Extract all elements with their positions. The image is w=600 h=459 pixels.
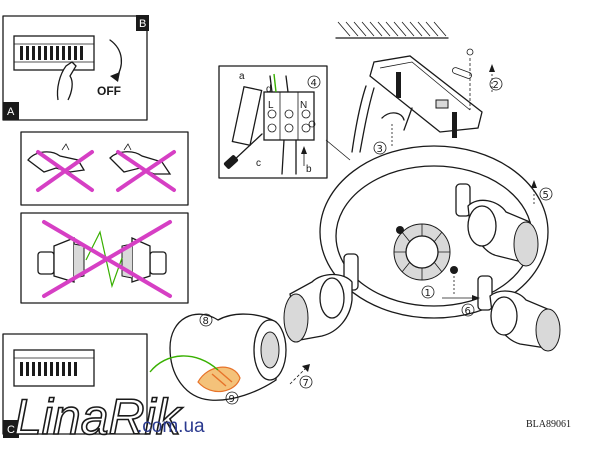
label-b: b <box>306 164 312 175</box>
hand-icon <box>56 61 77 101</box>
label-l: L <box>268 100 274 111</box>
mounting-bracket <box>351 48 495 153</box>
label-c: c <box>256 158 261 169</box>
direction-arrows <box>289 180 537 385</box>
bulb-icon <box>197 366 241 393</box>
supply-cable <box>351 85 367 153</box>
step-labels: 1 2 3 4 5 6 7 8 9 <box>199 75 553 405</box>
screwdriver-icon <box>231 133 263 163</box>
label-a: a <box>239 71 245 82</box>
prohibited-cross-2 <box>42 220 172 298</box>
label-n: N <box>300 100 307 111</box>
panel-c-tab <box>3 420 19 438</box>
panel-warnings: A <box>3 102 189 304</box>
prohibited-cross-1 <box>36 150 176 192</box>
step-8: 8 <box>203 316 209 327</box>
panel-switch-off: B OFF <box>2 15 149 121</box>
step-9: 9 <box>229 394 235 405</box>
step-1: 1 <box>425 288 431 299</box>
up-arrow-icon <box>489 64 495 72</box>
label-d: d <box>266 84 272 95</box>
canopy-ring <box>319 145 549 319</box>
panel-a-tab <box>3 102 19 120</box>
decorative-rosette-icon <box>393 223 451 281</box>
ceiling-hatch <box>335 21 449 39</box>
panel-a-letter: A <box>7 106 15 118</box>
off-label: OFF <box>97 84 121 98</box>
step-6: 6 <box>465 306 471 317</box>
panel-b-letter: B <box>139 18 146 30</box>
spot-arm-detached <box>283 253 359 343</box>
warning-voltage-box <box>20 212 189 304</box>
step-7: 7 <box>303 378 309 389</box>
insert-arrow-line <box>149 355 219 373</box>
panel-c-letter: C <box>7 424 15 436</box>
panel-switch-on: C <box>2 333 148 438</box>
rotate-arrow-icon <box>381 112 405 121</box>
earth-icon <box>308 120 316 128</box>
watermark-domain: .com.ua <box>137 416 205 437</box>
terminal-detail-box: a b c d L N <box>218 65 351 179</box>
watermark-main: LinaRik <box>14 389 184 445</box>
terminal-cover <box>231 85 263 147</box>
spot-head-lower <box>477 275 561 352</box>
watermark: LinaRik .com.ua <box>13 388 205 446</box>
step-5: 5 <box>543 190 549 201</box>
screw-icon <box>396 72 401 98</box>
breaker-rail-on <box>13 349 95 387</box>
panel-b-tab <box>136 15 149 31</box>
step-2: 2 <box>493 80 499 91</box>
step-3: 3 <box>377 144 383 155</box>
spot-head-upper <box>455 183 539 267</box>
model-code: BLA89061 <box>526 419 571 430</box>
step-4: 4 <box>311 78 317 89</box>
glass-shade <box>169 313 287 401</box>
warning-touch-box <box>20 131 189 206</box>
screw-icon-2 <box>452 112 457 138</box>
breaker-rail <box>13 35 95 71</box>
